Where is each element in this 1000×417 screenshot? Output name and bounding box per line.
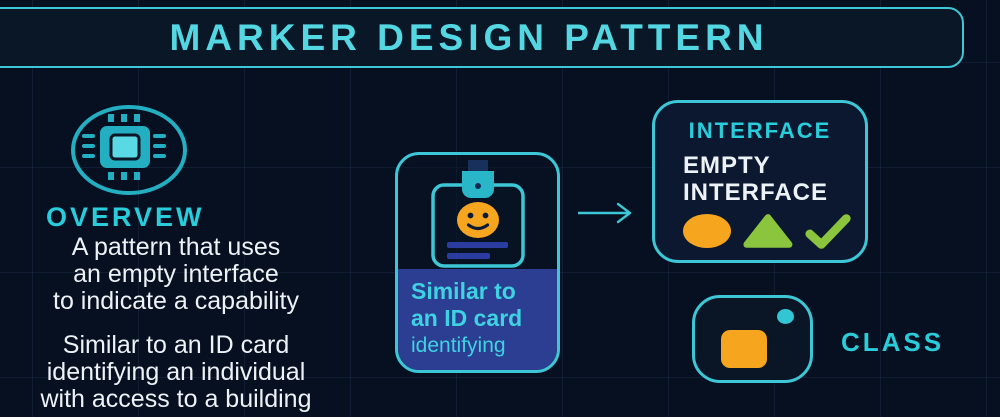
orange-square-shape [721,330,767,368]
class-label: CLASS [841,327,945,357]
green-triangle-shape [743,214,793,248]
green-checkmark-icon [805,214,851,249]
overview-heading: OVERVEW [46,202,205,232]
overview-paragraph-1: A pattern that uses an empty interface t… [53,233,299,315]
page-title: MARKER DESIGN PATTERN [169,16,769,58]
class-panel [692,295,813,383]
id-badge-smiley-icon [431,160,525,268]
id-card-caption: Similar to an ID card identifying [398,269,557,370]
id-card-panel: Similar to an ID card identifying [395,152,560,373]
empty-interface-label: EMPTY INTERFACE [683,152,829,206]
interface-panel: INTERFACE EMPTY INTERFACE [652,100,868,263]
teal-dot-shape [777,309,794,324]
interface-heading: INTERFACE [688,118,832,143]
overview-description: A pattern that uses an empty interface t… [0,234,352,413]
orange-ellipse-shape [683,214,732,248]
title-banner: MARKER DESIGN PATTERN [0,7,964,68]
interface-shapes-row [683,212,851,250]
overview-paragraph-2: Similar to an ID card identifying an ind… [40,331,312,413]
right-arrow-icon [578,202,632,224]
cpu-chip-icon [71,105,187,195]
